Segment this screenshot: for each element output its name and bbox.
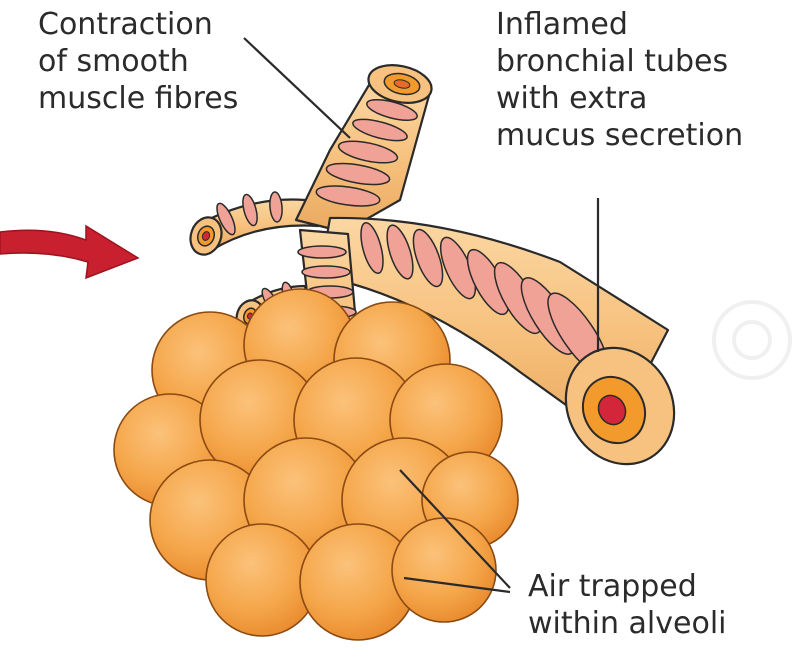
- label-air-trapped: Air trapped within alveoli: [528, 568, 727, 642]
- label-contraction-line-2: of smooth: [38, 43, 238, 80]
- label-contraction-line-1: Contraction: [38, 6, 238, 43]
- pointer-contraction: [244, 38, 350, 138]
- label-inflamed-line-1: Inflamed: [496, 6, 743, 43]
- label-air-line-1: Air trapped: [528, 568, 727, 605]
- label-inflamed-tubes: Inflamed bronchial tubes with extra mucu…: [496, 6, 743, 154]
- curved-arrow-icon: [0, 226, 138, 278]
- gear-watermark-icon: [714, 302, 790, 378]
- label-contraction: Contraction of smooth muscle fibres: [38, 6, 238, 117]
- label-air-line-2: within alveoli: [528, 605, 727, 642]
- label-contraction-line-3: muscle fibres: [38, 80, 238, 117]
- label-inflamed-line-2: bronchial tubes: [496, 43, 743, 80]
- label-inflamed-line-3: with extra: [496, 80, 743, 117]
- alveoli-cluster: [114, 289, 518, 640]
- label-inflamed-line-4: mucus secretion: [496, 117, 743, 154]
